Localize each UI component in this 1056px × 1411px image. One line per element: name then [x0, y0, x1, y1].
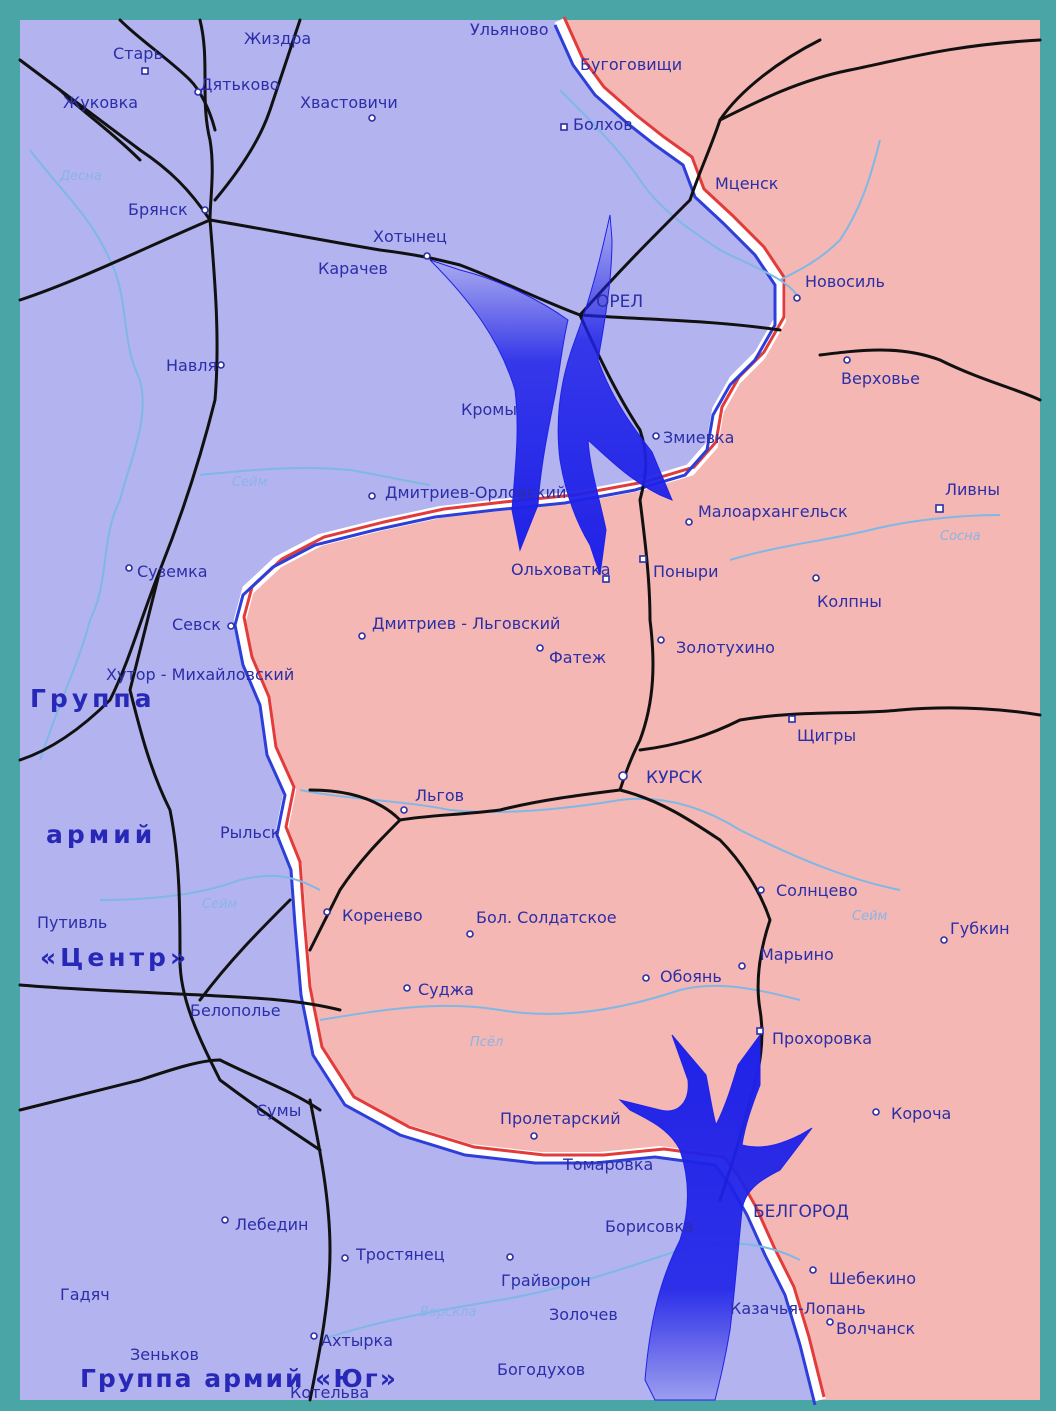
- city-label: Старь: [113, 44, 163, 63]
- city-label: Хвастовичи: [300, 93, 398, 112]
- river-label: Псёл: [470, 1035, 503, 1050]
- river-label: Сейм: [232, 475, 268, 490]
- city-label: Фатеж: [549, 648, 606, 667]
- river-west-1: [199, 466, 431, 486]
- city-label: Бугоговищи: [580, 55, 682, 74]
- city-label: Зеньков: [130, 1345, 199, 1364]
- city-label: Солнцево: [776, 881, 858, 900]
- city-label: Путивль: [37, 913, 107, 932]
- city-label: Колпны: [817, 592, 882, 611]
- army-group-labels: Группа армий «Центр» Группа армий «Юг»: [30, 684, 398, 1393]
- arrow-north: [429, 214, 673, 576]
- city-label: Ольховатка: [511, 560, 611, 579]
- city-label: Шебекино: [829, 1269, 916, 1288]
- city-label: Щигры: [797, 726, 856, 745]
- city-label: Борисовка: [605, 1217, 694, 1236]
- rivers: [29, 89, 1001, 1341]
- city-label: Гадяч: [60, 1285, 110, 1304]
- city-label: Бол. Солдатское: [476, 908, 617, 927]
- city-label: Карачев: [318, 259, 388, 278]
- city-label: Волчанск: [836, 1319, 916, 1338]
- city-label: Новосиль: [805, 272, 885, 291]
- river-labels: Сейм Сейм Сейм Десна Сосна Псёл Ворскла: [59, 169, 981, 1320]
- city-label: Суджа: [418, 980, 474, 999]
- river-label: Десна: [59, 169, 102, 184]
- city-label-belgorod: БЕЛГОРОД: [753, 1202, 849, 1222]
- city-label: Верховье: [841, 369, 920, 388]
- city-label: Прохоровка: [772, 1029, 872, 1048]
- soviet-zone-east: [240, 20, 1040, 1400]
- river-sosna: [729, 514, 1001, 561]
- city-label: Поныри: [653, 562, 718, 581]
- city-label: Казачья-Лопань: [730, 1299, 866, 1318]
- city-label: Золотухино: [676, 638, 775, 657]
- city-label: Обоянь: [660, 967, 722, 986]
- river-label: Сосна: [940, 529, 981, 544]
- river-label: Ворскла: [420, 1305, 476, 1320]
- river-desna: [29, 149, 144, 761]
- army-group-south: Группа армий «Юг»: [80, 1364, 398, 1393]
- city-label: Губкин: [950, 919, 1010, 938]
- city-label: Тростянец: [355, 1245, 445, 1264]
- city-label: Брянск: [128, 200, 188, 219]
- city-label: Дятьково: [200, 75, 280, 94]
- city-label: Коренево: [342, 906, 423, 925]
- city-label: Томаровка: [562, 1155, 653, 1174]
- city-label: Суземка: [137, 562, 208, 581]
- city-labels: Старь Жиздра Ульяново Бугоговищи Жуковка…: [37, 20, 1010, 1402]
- city-label: Хутор - Михайловский: [106, 665, 294, 684]
- city-label: Хотынец: [373, 227, 447, 246]
- city-label: Котельва: [290, 1383, 369, 1402]
- city-label: Кромы: [461, 400, 517, 419]
- city-label: Мценск: [715, 174, 779, 193]
- city-label: Малоархангельск: [698, 502, 848, 521]
- city-label: Жиздра: [244, 29, 311, 48]
- front-line-blue: [233, 24, 817, 1406]
- city-label-kursk: КУРСК: [646, 768, 703, 788]
- city-label: Навля: [166, 356, 217, 375]
- river-seym-1: [299, 789, 901, 891]
- city-label: Ливны: [945, 480, 1000, 499]
- city-label-orel: ОРЕЛ: [596, 292, 643, 312]
- city-label: Дмитриев-Орловский: [385, 483, 566, 502]
- city-label: Севск: [172, 615, 221, 634]
- city-label: Змиевка: [663, 428, 734, 447]
- city-label: Грайворон: [501, 1271, 591, 1290]
- city-label: Богодухов: [497, 1360, 585, 1379]
- city-dots: [125, 67, 948, 1340]
- city-label: Жуковка: [63, 93, 138, 112]
- river-label: Сейм: [852, 909, 888, 924]
- city-label: Белополье: [190, 1001, 281, 1020]
- river-seym-2: [99, 874, 321, 901]
- river-east-1: [779, 139, 881, 281]
- army-group-center-line1: Группа: [30, 684, 156, 713]
- city-label: Золочев: [549, 1305, 618, 1324]
- city-label: Пролетарский: [500, 1109, 621, 1128]
- city-label: Марьино: [760, 945, 834, 964]
- city-label: Болхов: [573, 115, 633, 134]
- army-group-center-line2: армий: [46, 820, 156, 849]
- city-label: Сумы: [256, 1101, 301, 1120]
- city-label: Лебедин: [235, 1215, 309, 1234]
- river-label: Сейм: [202, 897, 238, 912]
- city-label: Льгов: [415, 786, 464, 805]
- arrow-south: [618, 1033, 813, 1401]
- city-label: Ульяново: [470, 20, 549, 39]
- city-label: Ахтырка: [321, 1331, 393, 1350]
- army-group-center-line3: «Центр»: [40, 943, 190, 972]
- city-label: Рыльск: [220, 823, 281, 842]
- city-label: Короча: [891, 1104, 951, 1123]
- river-psel: [319, 984, 801, 1021]
- city-label: Дмитриев - Льговский: [372, 614, 560, 633]
